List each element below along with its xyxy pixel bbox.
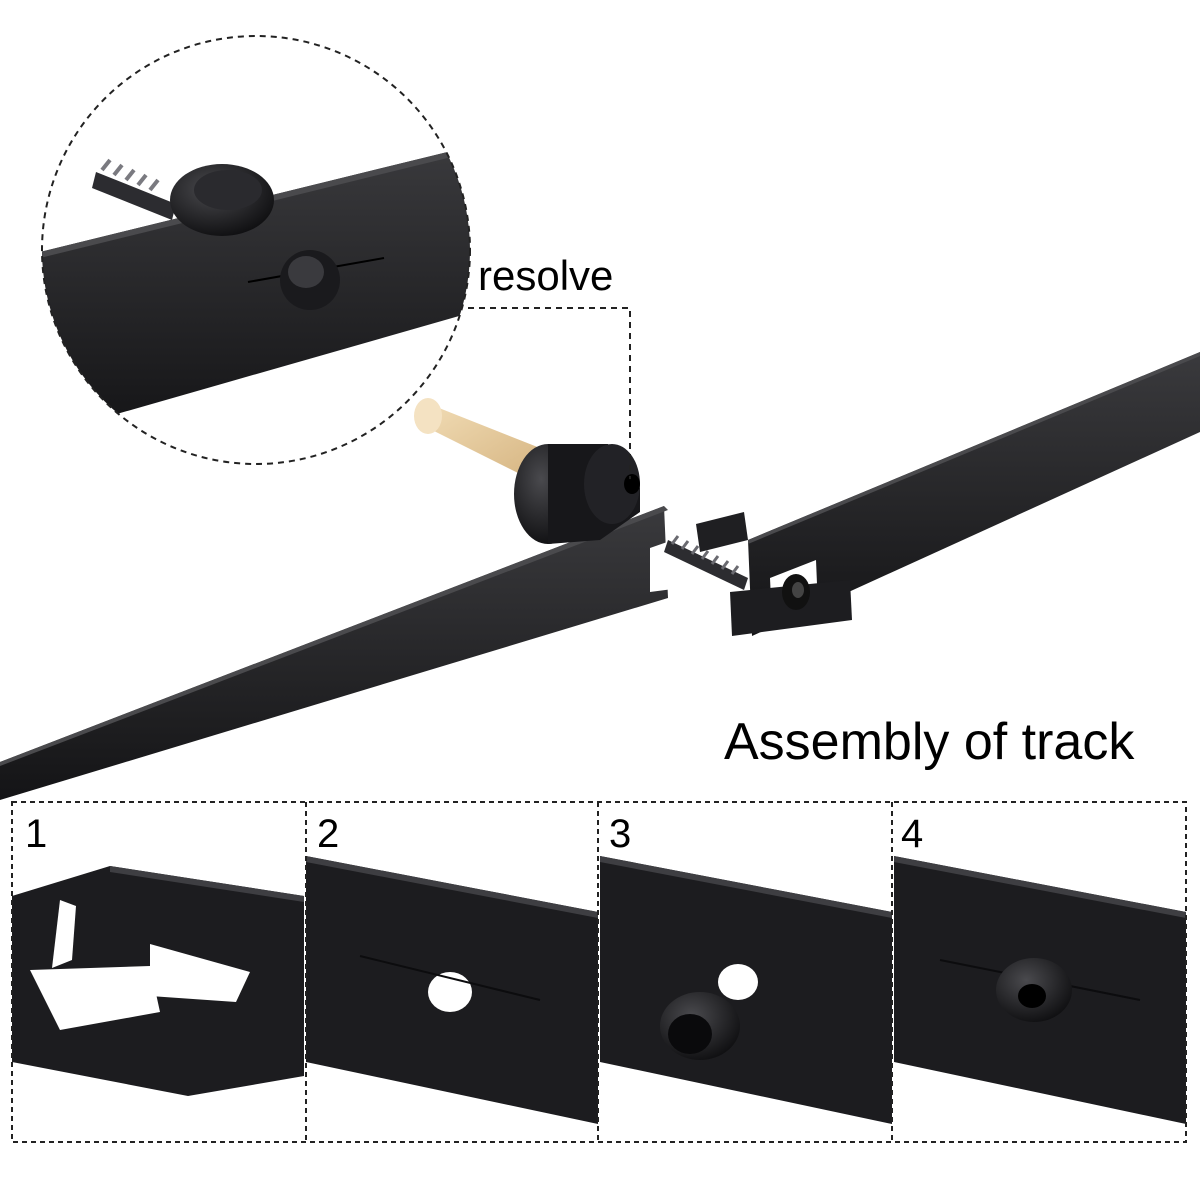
callout-label: resolve xyxy=(478,252,614,299)
callout-leader-line xyxy=(468,307,631,482)
washer xyxy=(782,574,810,610)
step-panel-4 xyxy=(894,802,1186,1142)
step-number-1: 1 xyxy=(25,812,48,856)
step-number-2: 2 xyxy=(317,812,340,856)
callout-leader-dot xyxy=(625,479,635,489)
lag-screw xyxy=(664,535,748,590)
step-number-3: 3 xyxy=(609,812,632,856)
step-panel-2 xyxy=(306,802,598,1142)
wood-dowel xyxy=(414,398,540,478)
step-panel-1 xyxy=(12,802,304,1142)
step-panel-3 xyxy=(600,802,892,1142)
step-number-4: 4 xyxy=(901,812,924,856)
spacer-bushing xyxy=(514,444,640,544)
step-panels xyxy=(11,801,1187,1143)
left-rail xyxy=(0,506,696,800)
detail-callout xyxy=(41,35,471,465)
assembly-title: Assembly of track xyxy=(724,713,1135,771)
